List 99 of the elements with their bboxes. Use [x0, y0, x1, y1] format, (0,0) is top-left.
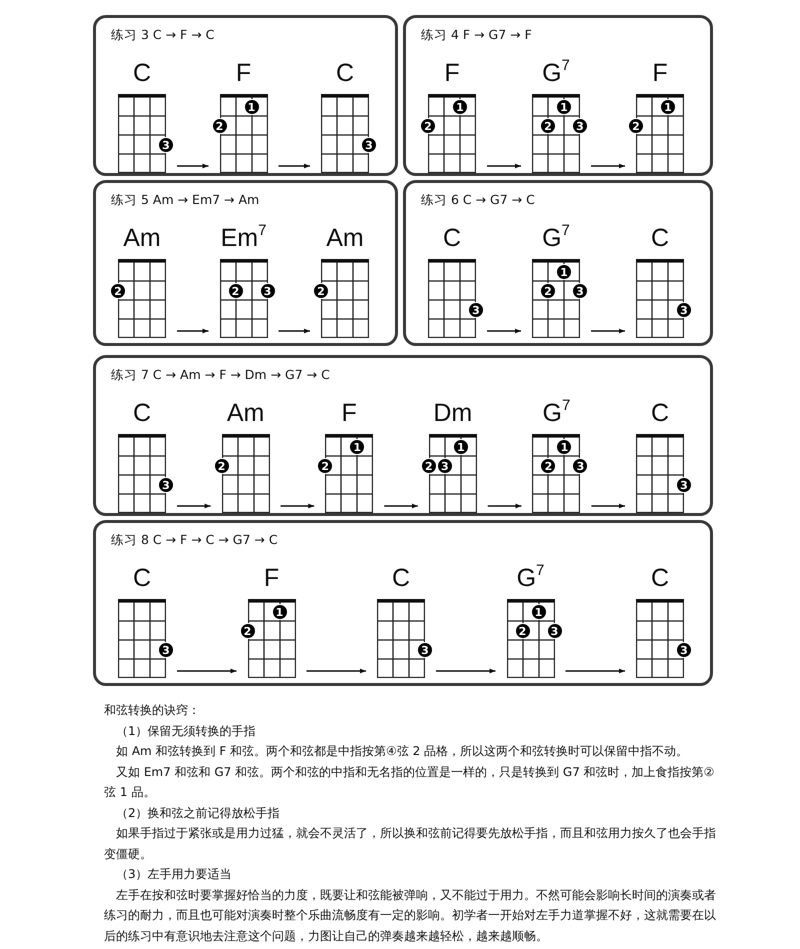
exercise-panel	[93, 520, 713, 686]
exercise-panel	[403, 180, 713, 346]
finger-number: 3	[676, 302, 692, 318]
arrow	[591, 504, 625, 508]
chord-name: F	[234, 58, 252, 88]
finger-number: 3	[158, 642, 174, 658]
finger-number: 1	[452, 98, 468, 114]
finger-number: 1	[660, 98, 676, 114]
finger-number: 3	[572, 458, 588, 474]
arrow	[487, 328, 521, 334]
finger-number: 2	[514, 622, 530, 638]
finger-number: 3	[676, 642, 692, 658]
chord-name: G$^{7}$	[541, 58, 571, 88]
finger-number: 3	[572, 118, 588, 134]
chord-name: F	[340, 398, 358, 428]
section-heading: 和弦转换的诀窍：	[104, 702, 201, 719]
paragraph: （3）左手用力要适当	[115, 866, 233, 883]
arrow	[278, 328, 310, 334]
arrow	[436, 668, 496, 674]
exercise-title: 练习 6 C → G7 → C	[421, 192, 535, 209]
chord-name: F	[443, 58, 461, 88]
chord-name: C	[390, 563, 412, 593]
chord-name: F	[651, 58, 669, 88]
exercise-panel	[93, 180, 398, 346]
finger-number: 2	[313, 282, 329, 298]
finger-number: 2	[420, 458, 437, 474]
finger-number: 1	[530, 604, 546, 620]
arrow	[280, 504, 314, 508]
finger-number: 3	[676, 476, 692, 492]
finger-number: 2	[540, 118, 556, 134]
finger-number: 3	[436, 458, 453, 474]
finger-number: 2	[240, 622, 256, 638]
chord-name: C	[650, 223, 670, 253]
finger-number: 2	[628, 118, 644, 134]
finger-number: 3	[158, 476, 174, 492]
arrow	[306, 668, 366, 674]
finger-number: 2	[317, 458, 334, 474]
arrow	[384, 504, 418, 508]
finger-number: 1	[244, 98, 260, 114]
finger-number: 2	[540, 282, 556, 298]
chord-name: G$^{7}$	[516, 563, 546, 593]
chord-name: C	[650, 398, 670, 428]
exercise-panel	[93, 15, 398, 176]
chord-name: C	[132, 58, 152, 88]
exercise-panel	[403, 15, 713, 176]
chord-name: Am	[226, 398, 266, 428]
finger-number: 3	[546, 622, 562, 638]
exercise-title: 练习 3 C → F → C	[111, 27, 214, 44]
finger-number: 2	[212, 118, 228, 134]
chord-name: Am	[325, 223, 365, 253]
paragraph: 如果手指过于紧张或是用力过猛，就会不灵活了，所以换和弦前记得要先放松手指，而且和弦用力按久了也会手指变僵硬。	[104, 825, 717, 862]
exercise-panel	[93, 355, 713, 516]
exercise-title: 练习 7 C → Am → F → Dm → G7 → C	[111, 367, 330, 384]
finger-number: 2	[540, 458, 556, 474]
finger-number: 1	[272, 604, 288, 620]
arrow	[177, 504, 211, 508]
finger-number: 3	[572, 282, 588, 298]
arrow	[487, 164, 521, 168]
arrow	[177, 668, 236, 674]
finger-number: 1	[349, 438, 366, 454]
arrow	[488, 504, 522, 508]
paragraph: 如 Am 和弦转换到 F 和弦。两个和弦都是中指按第④弦 2 品格，所以这两个和弦转换时可以保留中指不动。	[115, 743, 690, 760]
chord-name: G$^{7}$	[541, 398, 572, 428]
chord-name: C	[132, 398, 152, 428]
arrow	[591, 328, 625, 334]
finger-number: 1	[556, 264, 572, 280]
finger-number: 3	[158, 136, 174, 152]
finger-number: 1	[452, 438, 469, 454]
chord-name: C	[650, 563, 670, 593]
finger-number: 3	[361, 136, 377, 152]
paragraph: 又如 Em7 和弦和 G7 和弦。两个和弦的中指和无名指的位置是一样的，只是转换到 G7 和弦时，加上食指按第② 弦 1 品。	[104, 764, 716, 801]
finger-number: 3	[260, 282, 276, 298]
exercise-title: 练习 5 Am → Em7 → Am	[111, 192, 260, 209]
arrow	[177, 164, 208, 168]
finger-number: 3	[468, 302, 484, 318]
chord-name: C	[442, 223, 462, 253]
finger-number: 1	[556, 438, 572, 454]
finger-number: 3	[417, 642, 433, 658]
exercise-title: 练习 8 C → F → C → G7 → C	[111, 532, 278, 549]
arrow	[591, 164, 625, 168]
chord-name: F	[262, 563, 280, 593]
arrow	[177, 328, 208, 334]
finger-number: 2	[420, 118, 436, 134]
chord-name: C	[334, 58, 356, 88]
paragraph: 左手在按和弦时要掌握好恰当的力度，既要让和弦能被弹响，又不能过于用力。不然可能会影响长时间的演奏或者练习的耐力，而且也可能对演奏时整个乐曲流畅度有一定的影响。初学者一开始对左手力道掌握不好，这就需要在以后的练习中有意识地去注意这个问题，力图让自己的弹奏越来越轻松，越来越顺畅。	[104, 886, 717, 944]
finger-number: 2	[214, 458, 230, 474]
chord-name: C	[132, 563, 152, 593]
chord-name: Em$^{7}$	[220, 223, 268, 253]
arrow	[566, 668, 625, 674]
chord-name: Dm	[432, 398, 474, 428]
finger-number: 2	[228, 282, 244, 298]
arrow	[278, 164, 310, 168]
exercise-title: 练习 4 F → G7 → F	[421, 27, 532, 44]
chord-name: Am	[122, 223, 162, 253]
finger-number: 1	[556, 98, 572, 114]
chord-name: G$^{7}$	[541, 223, 571, 253]
finger-number: 2	[110, 282, 126, 298]
paragraph: （1）保留无须转换的手指	[115, 722, 257, 740]
paragraph: （2）换和弦之前记得放松手指	[115, 804, 281, 822]
